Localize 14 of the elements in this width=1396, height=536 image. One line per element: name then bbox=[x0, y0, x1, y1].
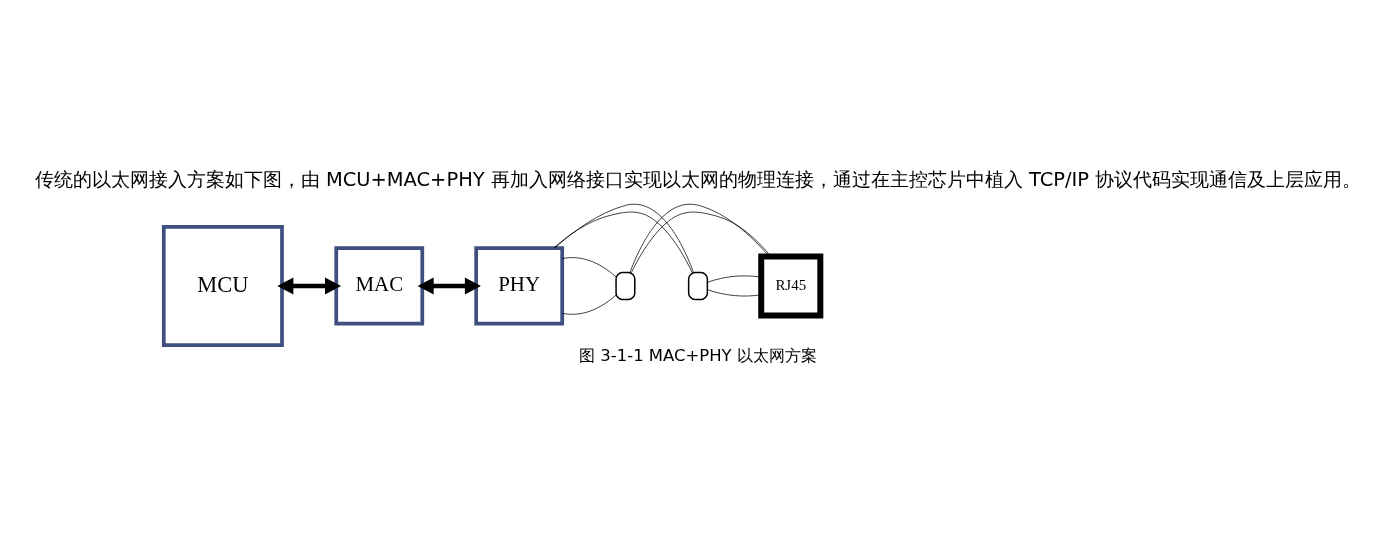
caption: 图 3-1-1 MAC+PHY 以太网方案 bbox=[579, 346, 817, 366]
node-box: RJ45 bbox=[758, 253, 824, 319]
connector bbox=[707, 289, 762, 297]
arrow bbox=[277, 277, 342, 295]
node-box: MAC bbox=[334, 246, 425, 326]
node-transformer bbox=[615, 271, 636, 301]
label: 传统的以太网接入方案如下图，由 MCU+MAC+PHY 再加入网络接口实现以太网的物理连接，通过在主控芯片中植入 TCP/IP 协议代码实现通信及上层应用。 bbox=[34, 167, 1362, 191]
connector bbox=[561, 257, 617, 278]
node-box: MCU bbox=[161, 225, 284, 347]
arrow bbox=[417, 277, 481, 295]
connector bbox=[561, 294, 617, 315]
node-transformer bbox=[687, 271, 709, 301]
node-box: PHY bbox=[474, 246, 565, 326]
connector bbox=[707, 275, 762, 283]
